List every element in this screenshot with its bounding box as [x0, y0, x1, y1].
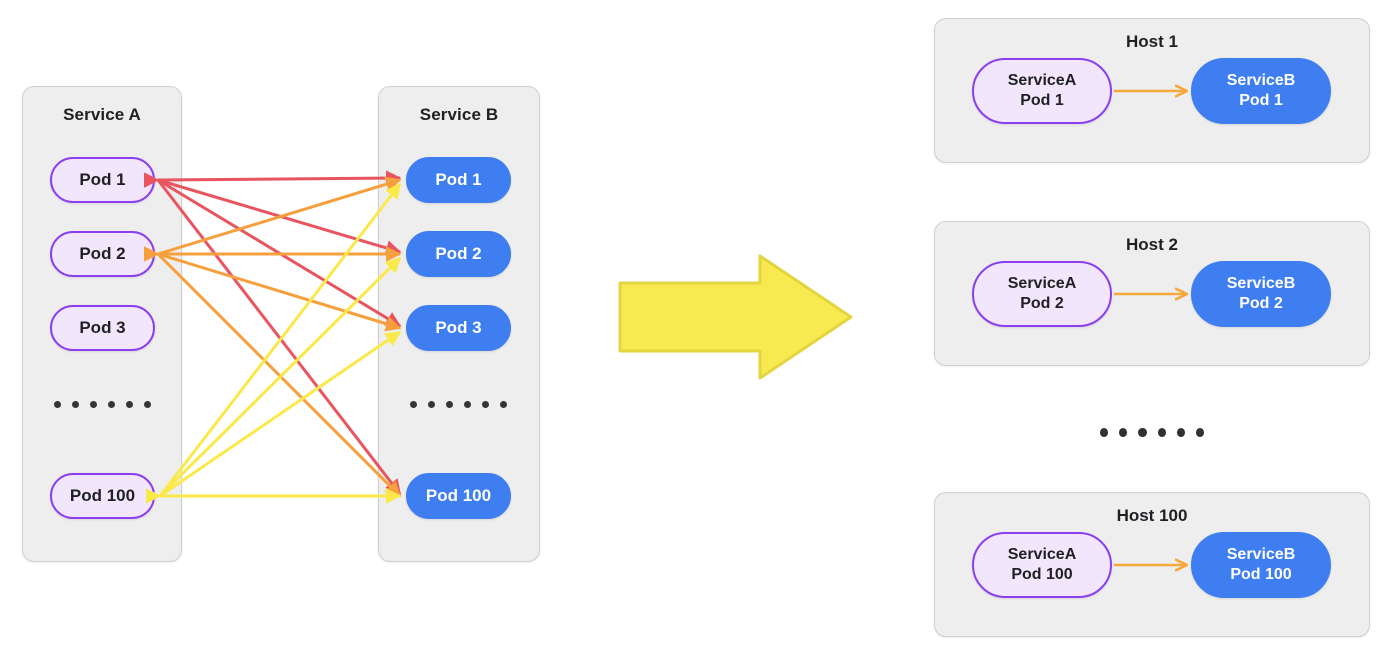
ellipsis-dot [89, 400, 97, 408]
host-1-target-line2: Pod 1 [1239, 92, 1283, 109]
ellipsis-dot [499, 400, 507, 408]
edge-a2-b100 [156, 252, 402, 498]
host-1-title: Host 1 [1126, 32, 1178, 51]
host-100-source-line2: Pod 100 [1011, 566, 1073, 583]
host-1-source-pod[interactable]: ServiceA Pod 1 [972, 58, 1112, 124]
edge-a2-b1 [157, 176, 402, 256]
ellipsis-dot [427, 400, 435, 408]
ellipsis-dot [1176, 427, 1185, 437]
host-2-source-line2: Pod 2 [1020, 295, 1064, 312]
ellipsis-dot [463, 400, 471, 408]
pod-a-100[interactable]: Pod 100 [50, 473, 155, 519]
ellipsis-dot [71, 400, 79, 408]
edge-a1-b100 [156, 179, 402, 496]
pod-a-3[interactable]: Pod 3 [50, 305, 155, 351]
ellipsis-dot [1157, 427, 1166, 437]
host-2-source-pod[interactable]: ServiceA Pod 2 [972, 261, 1112, 327]
pod-a-2[interactable]: Pod 2 [50, 231, 155, 277]
host-1-target-line1: ServiceB [1226, 72, 1296, 89]
edge-a100-b3 [159, 330, 402, 498]
edge-a100-b1 [158, 182, 402, 497]
pod-b-1[interactable]: Pod 1 [406, 157, 511, 203]
service-a-title: Service A [63, 105, 141, 124]
pod-b-2[interactable]: Pod 2 [406, 231, 511, 277]
service-b-ellipsis [408, 396, 508, 412]
host-2-target-pod[interactable]: ServiceB Pod 2 [1191, 261, 1331, 327]
host-2-target-line2: Pod 2 [1239, 295, 1283, 312]
edge-a1-b1 [143, 170, 402, 188]
host-2-title: Host 2 [1126, 235, 1178, 254]
host-100-target-line1: ServiceB [1226, 546, 1296, 563]
host-1-target-pod[interactable]: ServiceB Pod 1 [1191, 58, 1331, 124]
host-100-source-line1: ServiceA [1007, 546, 1077, 563]
host-100-source-pod[interactable]: ServiceA Pod 100 [972, 532, 1112, 598]
service-b-title: Service B [419, 105, 499, 124]
pod-b-100[interactable]: Pod 100 [406, 473, 511, 519]
service-a-ellipsis [52, 396, 152, 412]
ellipsis-dot [125, 400, 133, 408]
ellipsis-dot [481, 400, 489, 408]
host-1-source-line1: ServiceA [1007, 72, 1077, 89]
ellipsis-dot [445, 400, 453, 408]
pod-b-3[interactable]: Pod 3 [406, 305, 511, 351]
ellipsis-dot [107, 400, 115, 408]
ellipsis-dot [53, 400, 61, 408]
pod-a-1[interactable]: Pod 1 [50, 157, 155, 203]
ellipsis-dot [143, 400, 151, 408]
edge-a1-b3 [157, 178, 402, 328]
ellipsis-dot [409, 400, 417, 408]
host-2-source-line1: ServiceA [1007, 275, 1077, 292]
ellipsis-dot [1119, 427, 1128, 437]
host-100-target-pod[interactable]: ServiceB Pod 100 [1191, 532, 1331, 598]
ellipsis-dot [1195, 427, 1205, 437]
hosts-ellipsis [1099, 423, 1205, 441]
host-100-title: Host 100 [1116, 506, 1188, 525]
edge-a1-b2 [157, 178, 402, 256]
edge-a100-b2 [158, 256, 402, 498]
edge-a2-b3 [157, 252, 402, 332]
host-100-target-line2: Pod 100 [1230, 566, 1292, 583]
host-2-target-line1: ServiceB [1226, 275, 1296, 292]
ellipsis-dot [1138, 427, 1147, 437]
host-1-source-line2: Pod 1 [1020, 92, 1064, 109]
ellipsis-dot [1099, 427, 1109, 437]
